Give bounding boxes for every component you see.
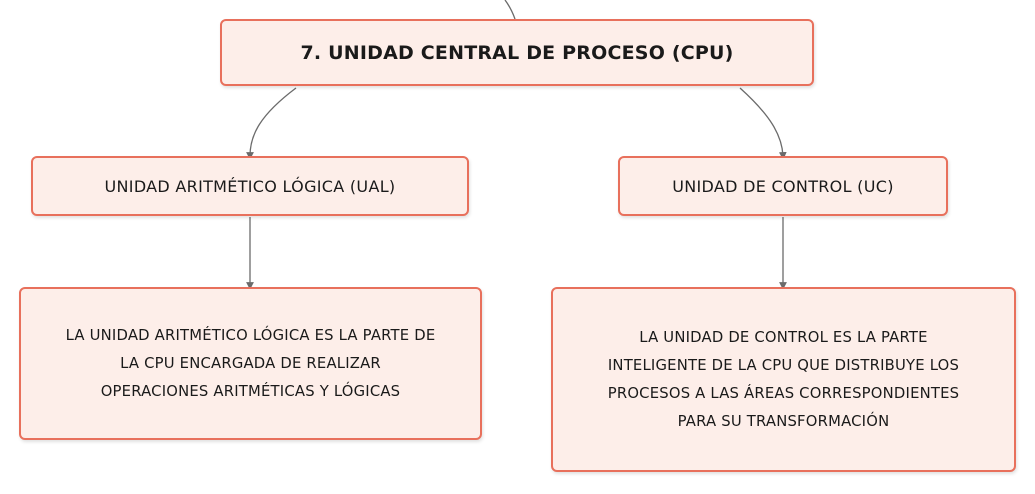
cpu-title-text: 7. UNIDAD CENTRAL DE PROCESO (CPU) xyxy=(300,41,734,64)
uc-description-line: PROCESOS A LAS ÁREAS CORRESPONDIENTES xyxy=(607,384,960,402)
cpu-title-node[interactable]: 7. UNIDAD CENTRAL DE PROCESO (CPU) xyxy=(220,19,814,86)
ual-description-text: LA UNIDAD ARITMÉTICO LÓGICA ES LA PARTE … xyxy=(66,322,436,406)
connector-title-to-ual xyxy=(246,87,297,160)
ual-description-line: LA UNIDAD ARITMÉTICO LÓGICA ES LA PARTE … xyxy=(65,326,436,344)
incoming-connector xyxy=(504,0,516,20)
uc-description-line: LA UNIDAD DE CONTROL ES LA PARTE xyxy=(639,328,928,346)
ual-heading-node[interactable]: UNIDAD ARITMÉTICO LÓGICA (UAL) xyxy=(31,156,469,216)
uc-description-line: INTELIGENTE DE LA CPU QUE DISTRIBUYE LOS xyxy=(607,356,960,374)
ual-description-line: OPERACIONES ARITMÉTICAS Y LÓGICAS xyxy=(100,382,401,400)
ual-heading-text: UNIDAD ARITMÉTICO LÓGICA (UAL) xyxy=(104,176,396,196)
uc-heading-node[interactable]: UNIDAD DE CONTROL (UC) xyxy=(618,156,948,216)
uc-heading-text: UNIDAD DE CONTROL (UC) xyxy=(672,176,894,196)
ual-description-line: LA CPU ENCARGADA DE REALIZAR xyxy=(120,354,381,372)
uc-description-text: LA UNIDAD DE CONTROL ES LA PARTE INTELIG… xyxy=(608,324,960,436)
connector-title-to-uc xyxy=(739,87,787,160)
uc-description-line: PARA SU TRANSFORMACIÓN xyxy=(677,412,890,430)
uc-description-node[interactable]: LA UNIDAD DE CONTROL ES LA PARTE INTELIG… xyxy=(551,287,1016,472)
ual-description-node[interactable]: LA UNIDAD ARITMÉTICO LÓGICA ES LA PARTE … xyxy=(19,287,482,440)
